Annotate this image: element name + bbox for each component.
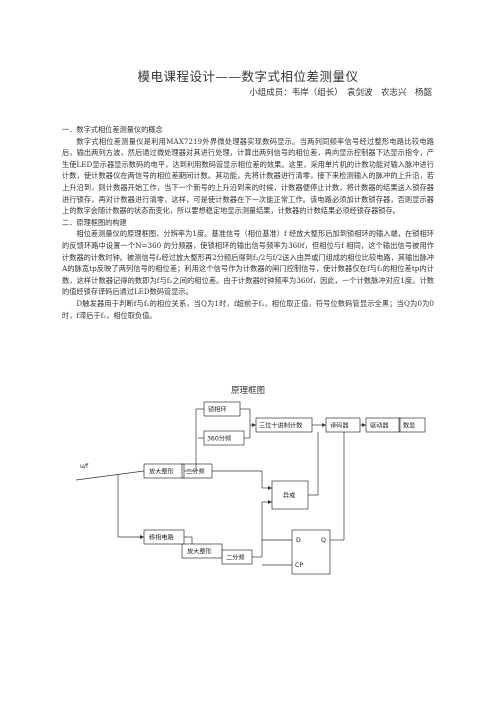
section-2-paragraph-1: 相位差测量仪的原理框图，分辨率为1度。基准信号（相位基准）f 经放大整形后加到锁… bbox=[62, 229, 434, 297]
section-1: 一．数字式相位差测量仪的概念 数字式相位差测量仪是利用MAX7219外界微处理器… bbox=[62, 124, 434, 321]
div360-label: 360分频 bbox=[207, 435, 231, 443]
group-members: 小组成员：韦岸（组长） 袁剑波 农志兴 杨懿 bbox=[249, 88, 432, 98]
page-title: 模电课程设计——数字式相位差测量仪 bbox=[137, 69, 359, 84]
dff-d-label: D bbox=[296, 537, 301, 544]
driver-label: 驱动器 bbox=[370, 423, 389, 430]
display-label: 数显 bbox=[403, 422, 415, 430]
xor-label: 异或 bbox=[283, 492, 295, 500]
input-line bbox=[75, 470, 145, 481]
decoder-label: 译码器 bbox=[330, 422, 349, 430]
dff-block bbox=[291, 529, 331, 575]
div2a-label: 二分频 bbox=[186, 468, 205, 476]
shifter-label: 移相电路 bbox=[149, 534, 175, 542]
section-1-heading: 一．数字式相位差测量仪的概念 bbox=[62, 125, 163, 134]
section-2-paragraph-2: D触发器用于判断f与f₂的相位关系，当Q为1时，f超前于f₂，相位取正值，符号位… bbox=[62, 298, 434, 320]
amp2-label: 放大整形 bbox=[187, 548, 212, 556]
section-1-paragraph: 数字式相位差测量仪是利用MAX7219外界微处理器实现数码显示。当两列同频率信号… bbox=[62, 136, 434, 216]
div2b-label: 二分频 bbox=[226, 554, 245, 562]
counter-label: 三位十进制计数 bbox=[259, 422, 303, 430]
input-label: u/f bbox=[80, 463, 89, 470]
diagram-title: 原理框图 bbox=[230, 386, 265, 396]
display-block bbox=[398, 417, 426, 433]
dff-q-label: Q bbox=[321, 537, 326, 544]
pll-label: 锁相环 bbox=[208, 406, 227, 414]
section-2-heading: 二．原理框图的构建 bbox=[62, 217, 127, 227]
amp1-label: 放大整形 bbox=[149, 468, 174, 476]
dff-cp-label: CP bbox=[295, 562, 303, 569]
